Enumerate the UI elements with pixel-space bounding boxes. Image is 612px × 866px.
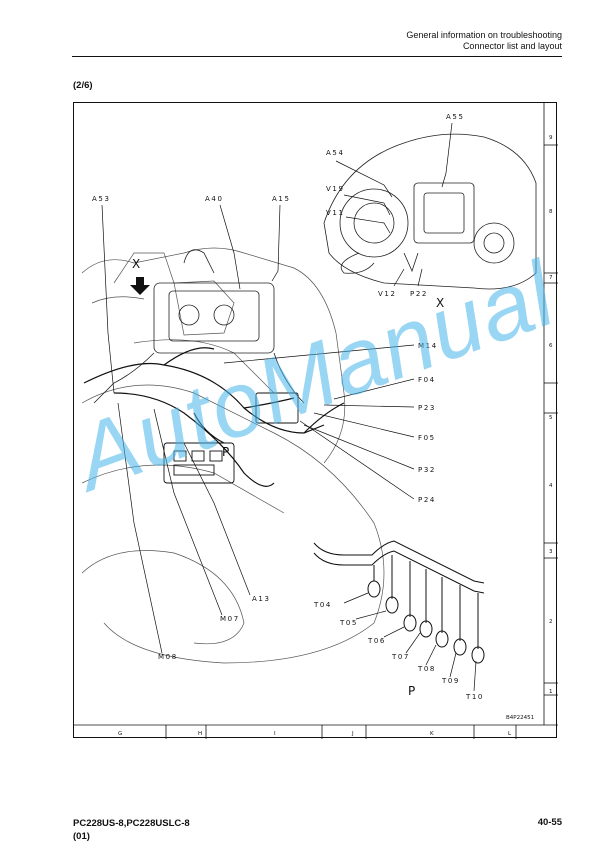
connector-label-p22: P22 xyxy=(410,290,428,298)
bottom-grid-h: H xyxy=(198,731,202,737)
connector-label-f05: F05 xyxy=(418,434,436,442)
wiring-harness xyxy=(83,347,345,487)
bottom-grid-ruler xyxy=(74,724,558,739)
side-grid-2: 2 xyxy=(549,619,553,625)
side-grid-7: 7 xyxy=(549,275,553,281)
side-grid-6: 6 xyxy=(549,343,553,349)
bottom-grid-l: L xyxy=(508,731,512,737)
side-grid-ruler xyxy=(543,103,558,725)
inset-engine-view xyxy=(323,133,537,290)
view-label-x-main: X xyxy=(132,257,140,271)
connector-label-a53: A53 xyxy=(92,195,111,203)
side-grid-8: 8 xyxy=(549,209,553,215)
connector-label-v11: V11 xyxy=(326,209,345,217)
connector-label-t05: T05 xyxy=(339,619,358,627)
connector-label-a13: A13 xyxy=(252,595,271,603)
header-line-1: General information on troubleshooting xyxy=(406,30,562,40)
header-rule xyxy=(72,56,562,57)
connector-layout-diagram: 9 8 7 6 5 4 3 2 1 G H I J K L xyxy=(74,103,558,739)
connector-labels: A53 A40 A15 A55 A54 V19 V11 V12 P22 M14 … xyxy=(92,113,484,701)
bottom-grid-i: I xyxy=(274,731,276,737)
bottom-grid-labels: G H I J K L xyxy=(118,731,512,737)
side-grid-3: 3 xyxy=(549,549,553,555)
connector-label-a15: A15 xyxy=(272,195,291,203)
view-label-p-main: P xyxy=(222,445,229,459)
footer-page-number: 40-55 xyxy=(537,817,562,828)
header-line-2: Connector list and layout xyxy=(462,41,562,51)
connector-label-t04: T04 xyxy=(313,601,332,609)
connector-label-a55: A55 xyxy=(446,113,465,121)
connector-label-t07: T07 xyxy=(391,653,410,661)
connector-label-t06: T06 xyxy=(367,637,386,645)
connector-label-a40: A40 xyxy=(205,195,224,203)
bottom-grid-j: J xyxy=(351,731,354,737)
page-subtitle: (2/6) xyxy=(73,80,93,91)
view-direction-arrow xyxy=(130,277,150,295)
page-header: General information on troubleshooting C… xyxy=(406,30,562,52)
view-label-x-inset: X xyxy=(436,296,444,310)
side-grid-labels: 9 8 7 6 5 4 3 2 1 xyxy=(549,135,553,695)
inset-harness-view xyxy=(313,540,485,664)
connector-label-m14: M14 xyxy=(418,342,438,350)
bottom-grid-k: K xyxy=(430,731,434,737)
leader-lines xyxy=(101,122,477,692)
view-label-p-inset: P xyxy=(408,684,415,698)
connector-label-m07: M07 xyxy=(220,615,240,623)
figure-code: B4P22451 xyxy=(506,715,534,721)
connector-label-t09: T09 xyxy=(441,677,460,685)
connector-label-p24: P24 xyxy=(418,496,436,504)
connector-label-t08: T08 xyxy=(417,665,436,673)
side-grid-4: 4 xyxy=(549,483,553,489)
side-grid-1: 1 xyxy=(549,689,553,695)
connector-label-v12: V12 xyxy=(378,290,397,298)
side-grid-5: 5 xyxy=(549,415,553,421)
footer-model-name: PC228US-8,PC228USLC-8 xyxy=(73,818,190,829)
connector-label-p32: P32 xyxy=(418,466,436,474)
connector-label-f04: F04 xyxy=(418,376,436,384)
relay-block xyxy=(163,392,299,484)
connector-label-t10: T10 xyxy=(465,693,484,701)
connector-label-p23: P23 xyxy=(418,404,436,412)
diagram-frame: 9 8 7 6 5 4 3 2 1 G H I J K L xyxy=(73,102,558,739)
connector-label-m08: M08 xyxy=(158,653,178,661)
connector-label-a54: A54 xyxy=(326,149,345,157)
footer-revision: (01) xyxy=(73,831,90,842)
engine-assembly xyxy=(93,249,305,404)
connector-label-v19: V19 xyxy=(326,185,345,193)
footer-model: PC228US-8,PC228USLC-8 (01) xyxy=(73,817,190,843)
side-grid-9: 9 xyxy=(549,135,553,141)
bottom-grid-g: G xyxy=(118,731,122,737)
